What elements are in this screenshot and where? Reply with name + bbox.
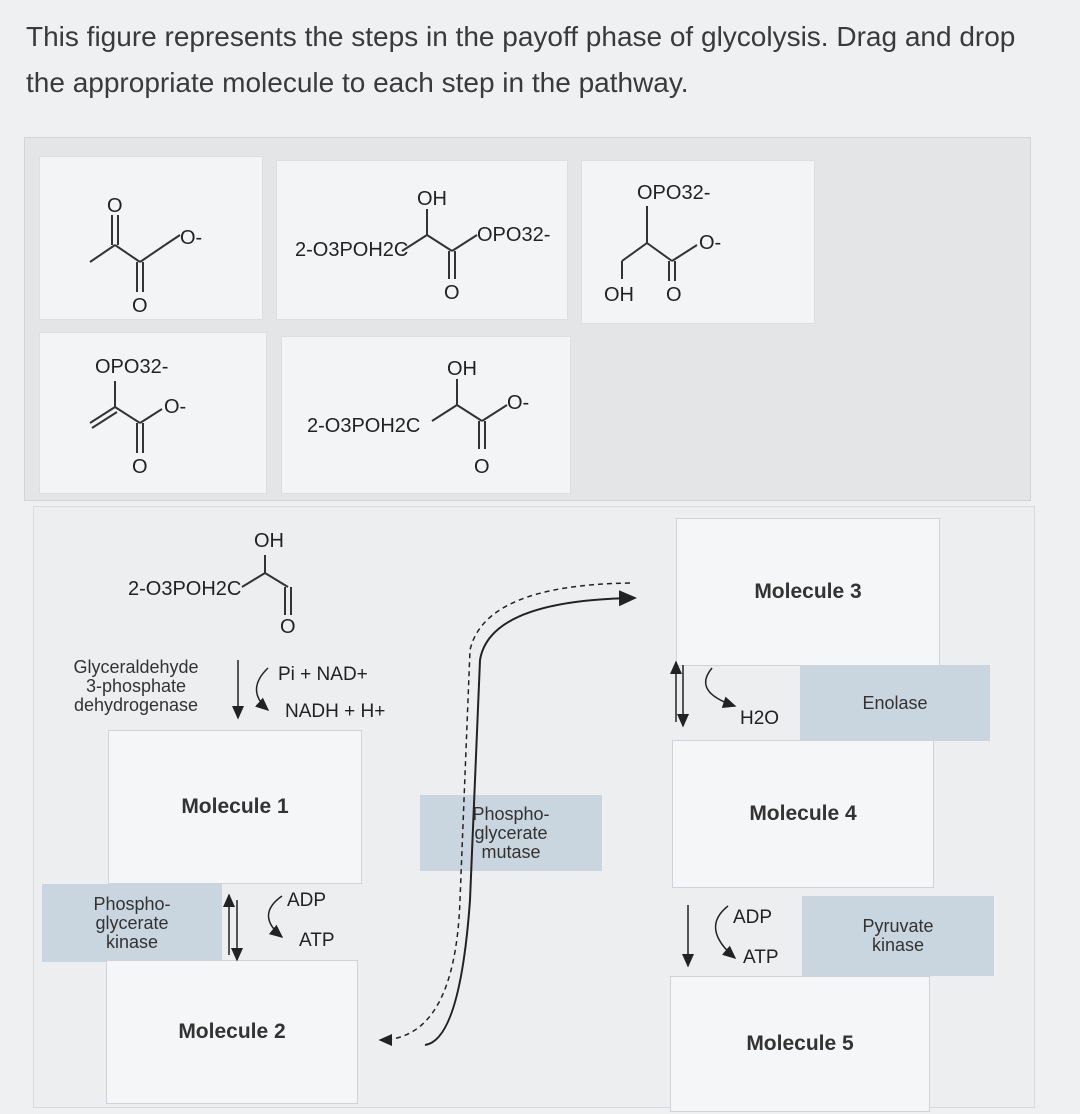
mutase-reaction-arrow <box>378 582 637 1046</box>
drop-slot-molecule-5[interactable]: Molecule 5 <box>670 976 930 1112</box>
bpg-structure: OH 2-O3POH2C OPO32- O <box>295 188 550 304</box>
drop-slot-molecule-3[interactable]: Molecule 3 <box>676 518 940 666</box>
3pg-structure: OH 2-O3POH2C O- O <box>307 358 529 478</box>
drop-slot-molecule-3-label: Molecule 3 <box>754 580 862 603</box>
label-opo3: OPO32- <box>477 224 550 246</box>
molecule-bank: O O- O OH 2-O3POH2C OPO32- O <box>24 137 1031 501</box>
cofactor-pk-in: ADP <box>733 907 773 928</box>
label-oh: OH <box>254 530 284 552</box>
enzyme-pk-line1: Pyruvate <box>862 916 934 936</box>
label-o-minus: O- <box>699 232 721 254</box>
cofactor-gapdh-in: Pi + NAD+ <box>278 664 368 685</box>
molecule-card-2pg[interactable]: OPO32- O- OH O <box>581 160 815 324</box>
question-text: This figure represents the steps in the … <box>26 21 1016 98</box>
drop-slot-molecule-4-label: Molecule 4 <box>749 802 857 825</box>
enzyme-pgk-line3: kinase <box>105 931 159 952</box>
enzyme-pyruvate-kinase: Pyruvate kinase <box>802 896 994 976</box>
enzyme-enolase: Enolase <box>800 665 990 741</box>
label-r-group: 2-O3POH2C <box>307 415 420 437</box>
pyruvate-kinase-reaction-arrow <box>682 905 737 968</box>
label-o-minus: O- <box>507 392 529 414</box>
enzyme-pgk: Phospho- glycerate kinase <box>42 884 222 962</box>
drop-slot-molecule-1-label: Molecule 1 <box>181 795 289 818</box>
drop-slot-molecule-1[interactable]: Molecule 1 <box>108 730 362 884</box>
gapdh-reaction-arrow <box>232 660 270 720</box>
label-opo3: OPO32- <box>637 182 710 204</box>
label-o-minus: O- <box>164 396 186 418</box>
molecule-card-pep[interactable]: OPO32- O- O <box>39 332 267 494</box>
enzyme-pgm-line3: mutase <box>481 841 541 862</box>
drop-slot-molecule-4[interactable]: Molecule 4 <box>672 740 934 888</box>
enzyme-pgk-line2: glycerate <box>95 912 169 933</box>
label-o-top: O <box>107 195 123 217</box>
drop-slot-molecule-5-label: Molecule 5 <box>746 1032 854 1055</box>
molecule-card-3pg[interactable]: OH 2-O3POH2C O- O <box>281 336 571 494</box>
enzyme-pgm: Phospho- glycerate mutase <box>420 795 602 871</box>
label-o-bottom: O <box>474 456 490 478</box>
label-o-bottom: O <box>132 295 148 317</box>
cofactor-pgk-in: ADP <box>287 890 327 911</box>
cofactor-pk-out: ATP <box>743 947 779 968</box>
pyruvate-structure: O O- O <box>89 195 202 317</box>
enzyme-pgm-line2: glycerate <box>474 822 548 843</box>
label-r-group: 2-O3POH2C <box>128 578 241 600</box>
2pg-structure: OPO32- O- OH O <box>604 182 721 306</box>
pep-structure: OPO32- O- O <box>89 356 186 478</box>
label-o-bottom: O <box>444 282 460 304</box>
label-o-bottom: O <box>280 616 296 638</box>
cofactor-enolase-out: H2O <box>740 708 780 729</box>
label-o-minus: O- <box>180 227 202 249</box>
label-o-bottom: O <box>132 456 148 478</box>
label-oh: OH <box>604 284 634 306</box>
enzyme-pk-line2: kinase <box>871 935 924 955</box>
label-opo3: OPO32- <box>95 356 168 378</box>
enzyme-gapdh-line1: Glyceraldehyde <box>73 656 199 677</box>
enzyme-pgk-line1: Phospho- <box>93 893 171 914</box>
molecule-card-pyruvate[interactable]: O O- O <box>39 156 263 320</box>
enzyme-pgm-line1: Phospho- <box>472 803 550 824</box>
enzyme-gapdh: Glyceraldehyde 3-phosphate dehydrogenase <box>55 650 217 722</box>
drop-slot-molecule-2-label: Molecule 2 <box>178 1020 286 1043</box>
cofactor-pgk-out: ATP <box>299 930 335 951</box>
enzyme-gapdh-line3: dehydrogenase <box>73 694 199 715</box>
glyceraldehyde-3-phosphate-structure: OH 2-O3POH2C O <box>128 530 296 638</box>
enolase-reaction-arrow <box>670 660 737 728</box>
label-r-group: 2-O3POH2C <box>295 239 408 261</box>
enzyme-gapdh-line2: 3-phosphate <box>85 675 187 696</box>
drop-slot-molecule-2[interactable]: Molecule 2 <box>106 960 358 1104</box>
enzyme-enolase-line1: Enolase <box>862 692 928 713</box>
label-oh: OH <box>447 358 477 380</box>
label-o-bottom: O <box>666 284 682 306</box>
pgk-reaction-arrow <box>223 893 284 962</box>
molecule-card-bpg[interactable]: OH 2-O3POH2C OPO32- O <box>276 160 568 320</box>
cofactor-gapdh-out: NADH + H+ <box>285 701 386 722</box>
label-oh: OH <box>417 188 447 210</box>
